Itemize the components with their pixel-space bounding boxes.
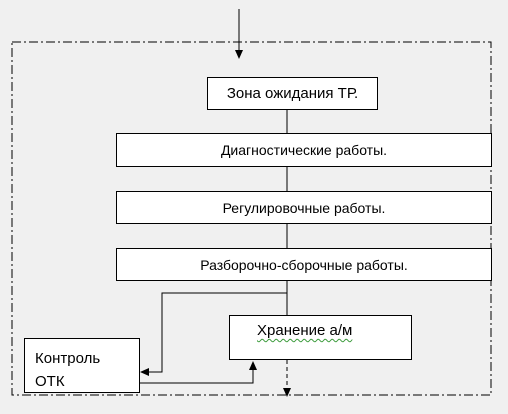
diagnostics-label: Диагностические работы. [220, 142, 388, 158]
connector-otk-to-storage [140, 361, 257, 384]
storage-box: Хранение а/м [229, 315, 412, 360]
otk-control-label: Контроль ОТК [35, 350, 101, 390]
disassembly-label: Разборочно-сборочные работы. [200, 256, 408, 273]
disassembly-box: Разборочно-сборочные работы. [116, 248, 492, 281]
connector-to-otk [140, 292, 287, 376]
diagnostics-box: Диагностические работы. [116, 133, 492, 167]
waiting-zone-label: Зона ожидания ТР. [226, 85, 359, 102]
waiting-zone-box: Зона ожидания ТР. [207, 77, 378, 110]
adjustment-label: Регулировочные работы. [222, 199, 386, 216]
storage-label: Хранение а/м [257, 322, 353, 339]
adjustment-box: Регулировочные работы. [116, 191, 492, 224]
otk-control-box: Контроль ОТК [24, 338, 140, 393]
system-boundary [11, 41, 492, 396]
